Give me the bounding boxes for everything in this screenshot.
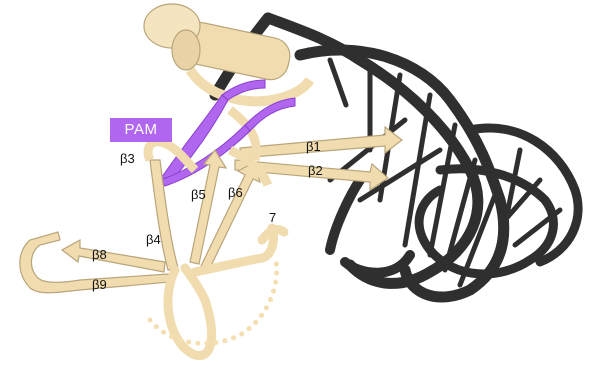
label-b9: β9 — [92, 277, 107, 292]
label-b1: β1 — [306, 139, 321, 154]
label-b5: β5 — [191, 187, 206, 202]
label-b7: 7 — [269, 210, 276, 225]
label-b3: β3 — [120, 151, 135, 166]
label-b6: β6 — [228, 185, 243, 200]
label-b4: β4 — [146, 232, 161, 247]
beta-sheet-core — [148, 142, 268, 272]
label-b8: β8 — [92, 247, 107, 262]
label-b2: β2 — [308, 163, 323, 178]
pam-label: PAM — [110, 118, 172, 142]
lower-loops — [168, 228, 284, 356]
